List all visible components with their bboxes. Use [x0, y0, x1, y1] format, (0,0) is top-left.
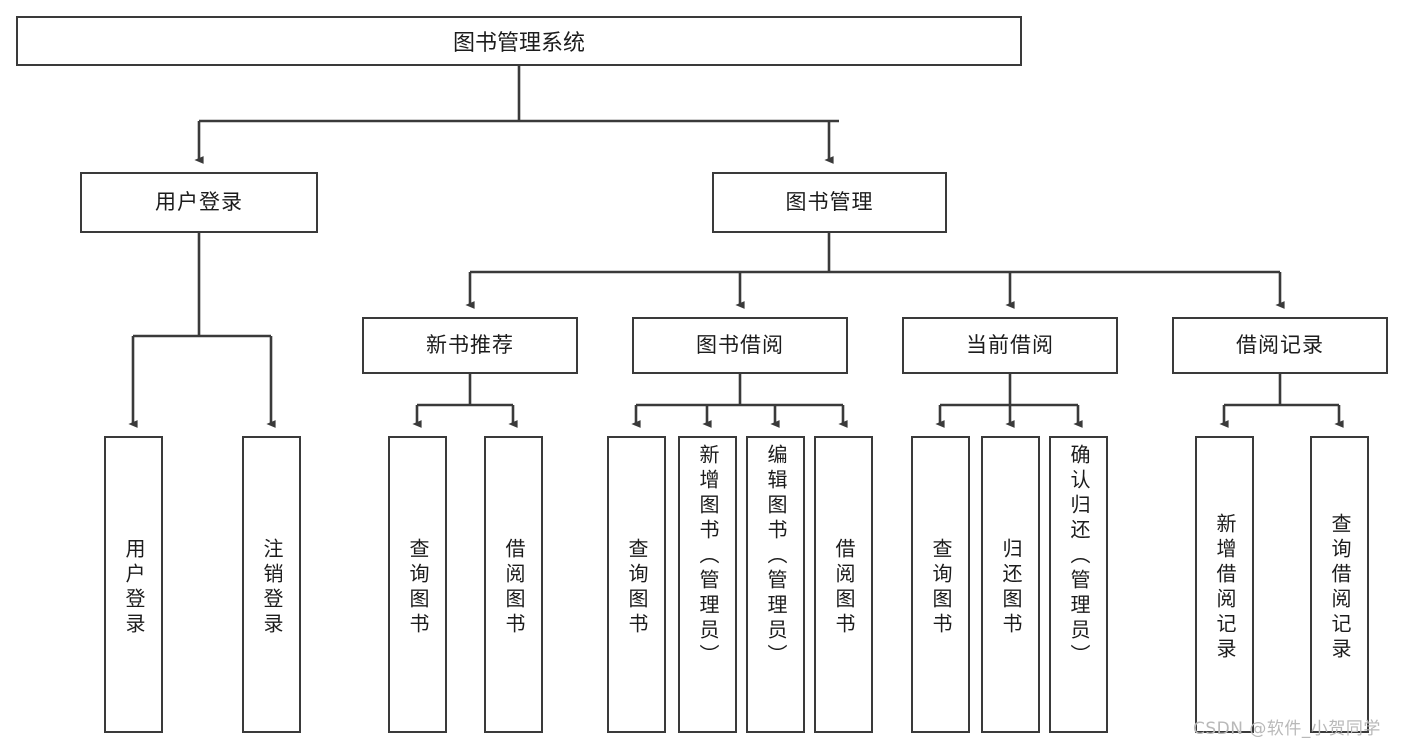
leaf-text-wrap: 查询图书	[390, 440, 445, 731]
leaf-text-wrap: 用户登录	[106, 440, 161, 731]
leaf-confirm-return-admin[interactable]: 确认归还（管理员）	[1049, 436, 1108, 733]
leaf-add-book-admin[interactable]: 新增图书（管理员）	[678, 436, 737, 733]
leaf-query-book-3[interactable]: 查询图书	[911, 436, 970, 733]
leaf-text-wrap: 确认归还（管理员）	[1051, 440, 1106, 731]
leaf-query-book-1[interactable]: 查询图书	[388, 436, 447, 733]
node-label: 查询借阅记录	[1328, 512, 1352, 663]
node-borrowing-record[interactable]: 借阅记录	[1172, 317, 1388, 374]
node-new-book-recommendation[interactable]: 新书推荐	[362, 317, 578, 374]
leaf-text-wrap: 编辑图书（管理员）	[748, 440, 803, 731]
leaf-text-wrap: 归还图书	[983, 440, 1038, 731]
csdn-watermark: CSDN @软件_小贺同学	[1193, 719, 1381, 739]
node-label: 查询图书	[929, 537, 953, 638]
leaf-logout[interactable]: 注销登录	[242, 436, 301, 733]
node-root-book-management-system[interactable]: 图书管理系统	[16, 16, 1022, 66]
leaf-text-wrap: 查询图书	[609, 440, 664, 731]
leaf-edit-book-admin[interactable]: 编辑图书（管理员）	[746, 436, 805, 733]
leaf-return-book[interactable]: 归还图书	[981, 436, 1040, 733]
leaf-text-wrap: 查询图书	[913, 440, 968, 731]
node-label: 当前借阅	[966, 332, 1054, 357]
node-label: 查询图书	[406, 537, 430, 638]
leaf-text-wrap: 借阅图书	[816, 440, 871, 731]
node-label: 图书借阅	[696, 332, 784, 357]
node-book-management[interactable]: 图书管理	[712, 172, 947, 233]
leaf-user-login[interactable]: 用户登录	[104, 436, 163, 733]
leaf-text-wrap: 新增借阅记录	[1197, 440, 1252, 731]
leaf-text-wrap: 新增图书（管理员）	[680, 440, 735, 731]
node-label: 确认归还（管理员）	[1067, 444, 1091, 669]
node-label: 新增图书（管理员）	[696, 444, 720, 669]
leaf-add-borrow-record[interactable]: 新增借阅记录	[1195, 436, 1254, 733]
leaf-text-wrap: 查询借阅记录	[1312, 440, 1367, 731]
node-label: 新增借阅记录	[1213, 512, 1237, 663]
leaf-borrow-book-2[interactable]: 借阅图书	[814, 436, 873, 733]
node-label: 新书推荐	[426, 332, 514, 357]
node-current-borrowing[interactable]: 当前借阅	[902, 317, 1118, 374]
node-label: 编辑图书（管理员）	[764, 444, 788, 669]
node-book-borrowing[interactable]: 图书借阅	[632, 317, 848, 374]
leaf-query-borrow-record[interactable]: 查询借阅记录	[1310, 436, 1369, 733]
node-label: 图书管理	[785, 189, 874, 214]
node-label: 注销登录	[260, 537, 284, 638]
leaf-borrow-book-1[interactable]: 借阅图书	[484, 436, 543, 733]
node-label: 用户登录	[155, 189, 243, 214]
node-label: 归还图书	[999, 537, 1023, 638]
node-label: 用户登录	[122, 537, 146, 638]
node-label: 借阅记录	[1236, 332, 1324, 357]
node-label: 查询图书	[625, 537, 649, 638]
node-label: 借阅图书	[832, 537, 856, 638]
node-label: 图书管理系统	[452, 31, 585, 56]
node-user-login[interactable]: 用户登录	[80, 172, 318, 233]
node-label: 借阅图书	[502, 537, 526, 638]
leaf-text-wrap: 借阅图书	[486, 440, 541, 731]
leaf-text-wrap: 注销登录	[244, 440, 299, 731]
leaf-query-book-2[interactable]: 查询图书	[607, 436, 666, 733]
